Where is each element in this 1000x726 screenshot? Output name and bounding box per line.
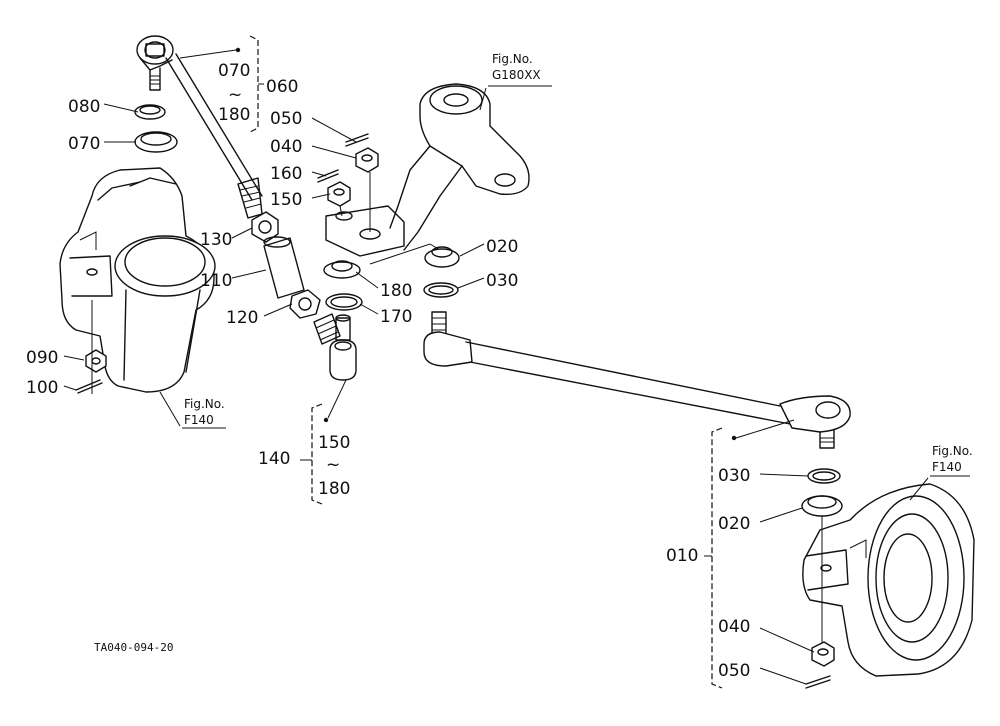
sleeve-110 <box>263 236 305 299</box>
group-bracket-060 <box>179 35 259 133</box>
callout-labels: 070 ~ 180 060 080 070 050 040 160 150 13… <box>26 61 750 681</box>
callout-180-center: 180 <box>380 281 412 301</box>
seal-020-lower <box>801 495 843 517</box>
callout-130: 130 <box>200 230 232 250</box>
callout-150-lower: 150 <box>318 433 350 453</box>
ring-030-lower <box>807 468 841 484</box>
callout-040-lower: 040 <box>718 617 750 637</box>
fig-ref-g180-line2: G180XX <box>492 68 541 82</box>
callout-020-upper: 020 <box>486 237 518 257</box>
cotter-pin-050-lower <box>805 675 831 689</box>
castle-nut-040-lower <box>811 641 835 667</box>
callout-050-upper: 050 <box>270 109 302 129</box>
callout-160: 160 <box>270 164 302 184</box>
range-symbol-2: ~ <box>326 455 340 475</box>
callout-070-top: 070 <box>218 61 250 81</box>
callout-010: 010 <box>666 546 698 566</box>
callout-150-upper: 150 <box>270 190 302 210</box>
callout-030-upper: 030 <box>486 271 518 291</box>
callout-060: 060 <box>266 77 298 97</box>
left-knuckle-housing <box>59 167 216 393</box>
range-symbol-1: ~ <box>228 85 242 105</box>
seal-180-center <box>323 260 361 279</box>
callout-070-left: 070 <box>68 134 100 154</box>
seal-070 <box>134 131 178 153</box>
fig-ref-g180-line1: Fig.No. <box>492 52 533 66</box>
callout-090: 090 <box>26 348 58 368</box>
seal-020-upper <box>424 246 460 268</box>
fig-ref-f140-left-line1: Fig.No. <box>184 397 225 411</box>
callout-180-top: 180 <box>218 105 250 125</box>
right-knuckle-housing <box>802 483 975 677</box>
callout-110: 110 <box>200 271 232 291</box>
nut-090 <box>85 349 107 373</box>
nut-150-upper <box>327 181 351 207</box>
callout-180-lower: 180 <box>318 479 350 499</box>
callout-120: 120 <box>226 308 258 328</box>
pin-160 <box>317 169 339 183</box>
callout-080: 080 <box>68 97 100 117</box>
ball-joint-140 <box>313 313 357 381</box>
castle-nut-040-upper <box>355 147 379 173</box>
callout-030-lower: 030 <box>718 466 750 486</box>
ring-030-upper <box>423 282 459 298</box>
group-bracket-140 <box>311 379 347 505</box>
nut-130 <box>251 211 279 243</box>
leader-lines <box>63 85 970 685</box>
drawing-code: TA040-094-20 <box>94 641 173 654</box>
fig-ref-f140-right-line2: F140 <box>932 460 962 474</box>
group-bracket-010 <box>711 419 795 689</box>
cotter-pin-050-upper <box>345 133 369 147</box>
pin-100 <box>75 379 103 394</box>
ring-170 <box>325 293 363 311</box>
washer-080 <box>134 104 166 120</box>
figure-references: Fig.No. G180XX Fig.No. F140 Fig.No. F140 <box>184 52 973 474</box>
callout-050-lower: 050 <box>718 661 750 681</box>
callout-020-lower: 020 <box>718 514 750 534</box>
drag-link-010 <box>423 311 851 449</box>
callout-100: 100 <box>26 378 58 398</box>
nut-120 <box>289 289 321 319</box>
callout-170: 170 <box>380 307 412 327</box>
callout-140: 140 <box>258 449 290 469</box>
fig-ref-f140-right-line1: Fig.No. <box>932 444 973 458</box>
callout-040-upper: 040 <box>270 137 302 157</box>
fig-ref-f140-left-line2: F140 <box>184 413 214 427</box>
